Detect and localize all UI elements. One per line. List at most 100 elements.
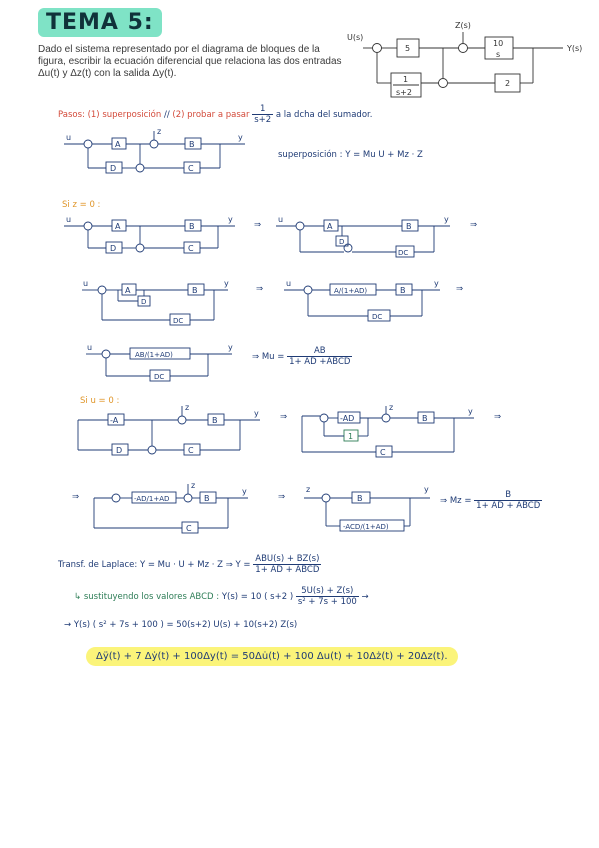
diagram-z0-step2: u y A B DC D	[276, 215, 450, 258]
mz-label: Mz =	[449, 496, 472, 506]
z0s4-y: y	[434, 279, 439, 288]
z0s3-DC: DC	[173, 317, 183, 325]
z0s3-u: u	[83, 279, 88, 288]
diagram-block-fb-den: s+2	[396, 88, 412, 97]
u0s4-y: y	[424, 485, 429, 494]
substitution-num: 5U(s) + Z(s)	[295, 586, 359, 597]
u0s1-z: z	[185, 403, 189, 412]
diagram-block-int-den: s	[496, 50, 500, 59]
arrow-z0-3: ⇒	[256, 284, 264, 294]
z0s3-B: B	[192, 286, 198, 295]
mu-label: Mu =	[261, 352, 285, 362]
arrow-u0-3: ⇒	[72, 492, 80, 502]
z0s2-B: B	[406, 222, 412, 231]
arrow-z0-1: ⇒	[254, 220, 262, 230]
arrow-mz: ⇒	[440, 496, 448, 506]
arrow-u0-2: ⇒	[494, 412, 502, 422]
original-block-diagram: U(s) Z(s) Y(s) 5 10 s 1 s+2 2	[347, 21, 582, 98]
z0s2-A: A	[327, 222, 333, 231]
u0s2-one: 1	[348, 432, 353, 441]
pasos-step2-tail: a la dcha del sumador.	[275, 110, 373, 120]
laplace-num: ABU(s) + BZ(s)	[253, 554, 322, 565]
substitution-den: s² + 7s + 100	[297, 597, 357, 607]
u0s1-D: D	[116, 446, 122, 455]
mu-den: 1+ AD +ABCD	[289, 357, 351, 367]
arrow-mu: ⇒	[252, 352, 260, 362]
u0s3-C: C	[186, 524, 192, 533]
substitution-label: ↳ sustituyendo los valores ABCD :	[74, 592, 220, 602]
final-equation: Δÿ(t) + 7 Δẏ(t) + 100Δy(t) = 50Δu̇(t) + …	[86, 647, 458, 666]
mz-num: B	[474, 490, 543, 501]
laplace-eq1: Y = Mu · U + Mz · Z	[139, 560, 223, 570]
substitution-line: ↳ sustituyendo los valores ABCD : Y(s) =…	[74, 586, 369, 607]
u0s1-B: B	[212, 416, 218, 425]
z0s2-D: D	[339, 238, 344, 246]
superposition-label: superposición :	[278, 150, 343, 160]
u0s3-minusAD1AD: -AD/1+AD	[134, 495, 169, 503]
diagram-general: u z y A B C D	[64, 127, 245, 174]
laplace-y-label: Y =	[235, 560, 251, 570]
diagram-z0-step3: u y A B DC D	[82, 279, 229, 326]
case-u0-label: Si u = 0 :	[80, 396, 120, 406]
z0s5-u: u	[87, 343, 92, 352]
arrow-z0-4: ⇒	[456, 284, 464, 294]
superposition-line: superposición : Y = Mu U + Mz · Z	[278, 150, 423, 160]
diagram-y-label: Y(s)	[566, 44, 582, 53]
pasos-line: Pasos: (1) superposición // (2) probar a…	[58, 104, 372, 125]
problem-statement: Dado el sistema representado por el diag…	[38, 44, 342, 79]
mz-den: 1+ AD + ABCD	[476, 501, 541, 511]
substitution-lhs: Y(s) = 10 ( s+2 )	[221, 592, 294, 602]
diagram-z0-step4: u y A/(1+AD) B DC	[284, 279, 440, 322]
z0s3-D: D	[141, 298, 146, 306]
diagram-u0-step4: z y B -ACD/(1+AD)	[304, 485, 430, 532]
diagram-block-gain: 5	[405, 44, 410, 53]
u0s2-z: z	[389, 403, 393, 412]
diag1-C: C	[188, 164, 194, 173]
z0s1-C: C	[188, 244, 194, 253]
u0s1-C: C	[188, 446, 194, 455]
z0s3-y: y	[224, 279, 229, 288]
z0s2-y: y	[444, 215, 449, 224]
page-title: TEMA 5:	[38, 8, 162, 37]
z0s4-B: B	[400, 286, 406, 295]
arrow-z0-2: ⇒	[470, 220, 478, 230]
diagram-z-label: Z(s)	[455, 21, 471, 30]
pasos-step1: (1) superposición	[87, 110, 162, 120]
z0s4-u: u	[286, 279, 291, 288]
u0s4-z: z	[306, 485, 310, 494]
expanded-equation: → Y(s) ( s² + 7s + 100 ) = 50(s+2) U(s) …	[64, 620, 298, 630]
diagram-z0-step5: u y AB/(1+AD) DC	[86, 343, 233, 382]
z0s4-DC: DC	[372, 313, 382, 321]
z0s5-y: y	[228, 343, 233, 352]
u0s3-y: y	[242, 487, 247, 496]
superposition-eq: Y = Mu U + Mz · Z	[345, 150, 423, 160]
z0s1-D: D	[110, 244, 116, 253]
z0s5-DC: DC	[154, 373, 164, 381]
laplace-arrow: ⇒	[225, 560, 233, 570]
z0s1-y: y	[228, 215, 233, 224]
laplace-label: Transf. de Laplace:	[58, 560, 138, 570]
pasos-frac-den: s+2	[254, 115, 272, 125]
diagram-u0-step1: z y -A B C D	[77, 403, 260, 456]
arrow-u0-1: ⇒	[280, 412, 288, 422]
diag1-B: B	[189, 140, 195, 149]
z0s1-u: u	[66, 215, 71, 224]
diagram-block-out-fb: 2	[505, 79, 510, 88]
z0s1-B: B	[189, 222, 195, 231]
u0s3-z: z	[191, 481, 195, 490]
laplace-den: 1+ AD + ABCD	[255, 565, 320, 575]
u0s2-minusAD: -AD	[340, 414, 354, 423]
z0s2-u: u	[278, 215, 283, 224]
diagram-u-label: U(s)	[347, 33, 363, 42]
diag1-y: y	[238, 133, 243, 142]
z0s3-A: A	[125, 286, 131, 295]
u0s4-minusACD: -ACD/(1+AD)	[343, 523, 389, 531]
u0s1-minusA: -A	[110, 416, 119, 425]
diag1-D: D	[110, 164, 116, 173]
pasos-sep: //	[163, 110, 170, 120]
diagram-z0-step1: u y A B C D	[64, 215, 235, 254]
u0s2-B: B	[422, 414, 428, 423]
z0s4-A_1AD: A/(1+AD)	[334, 287, 367, 295]
